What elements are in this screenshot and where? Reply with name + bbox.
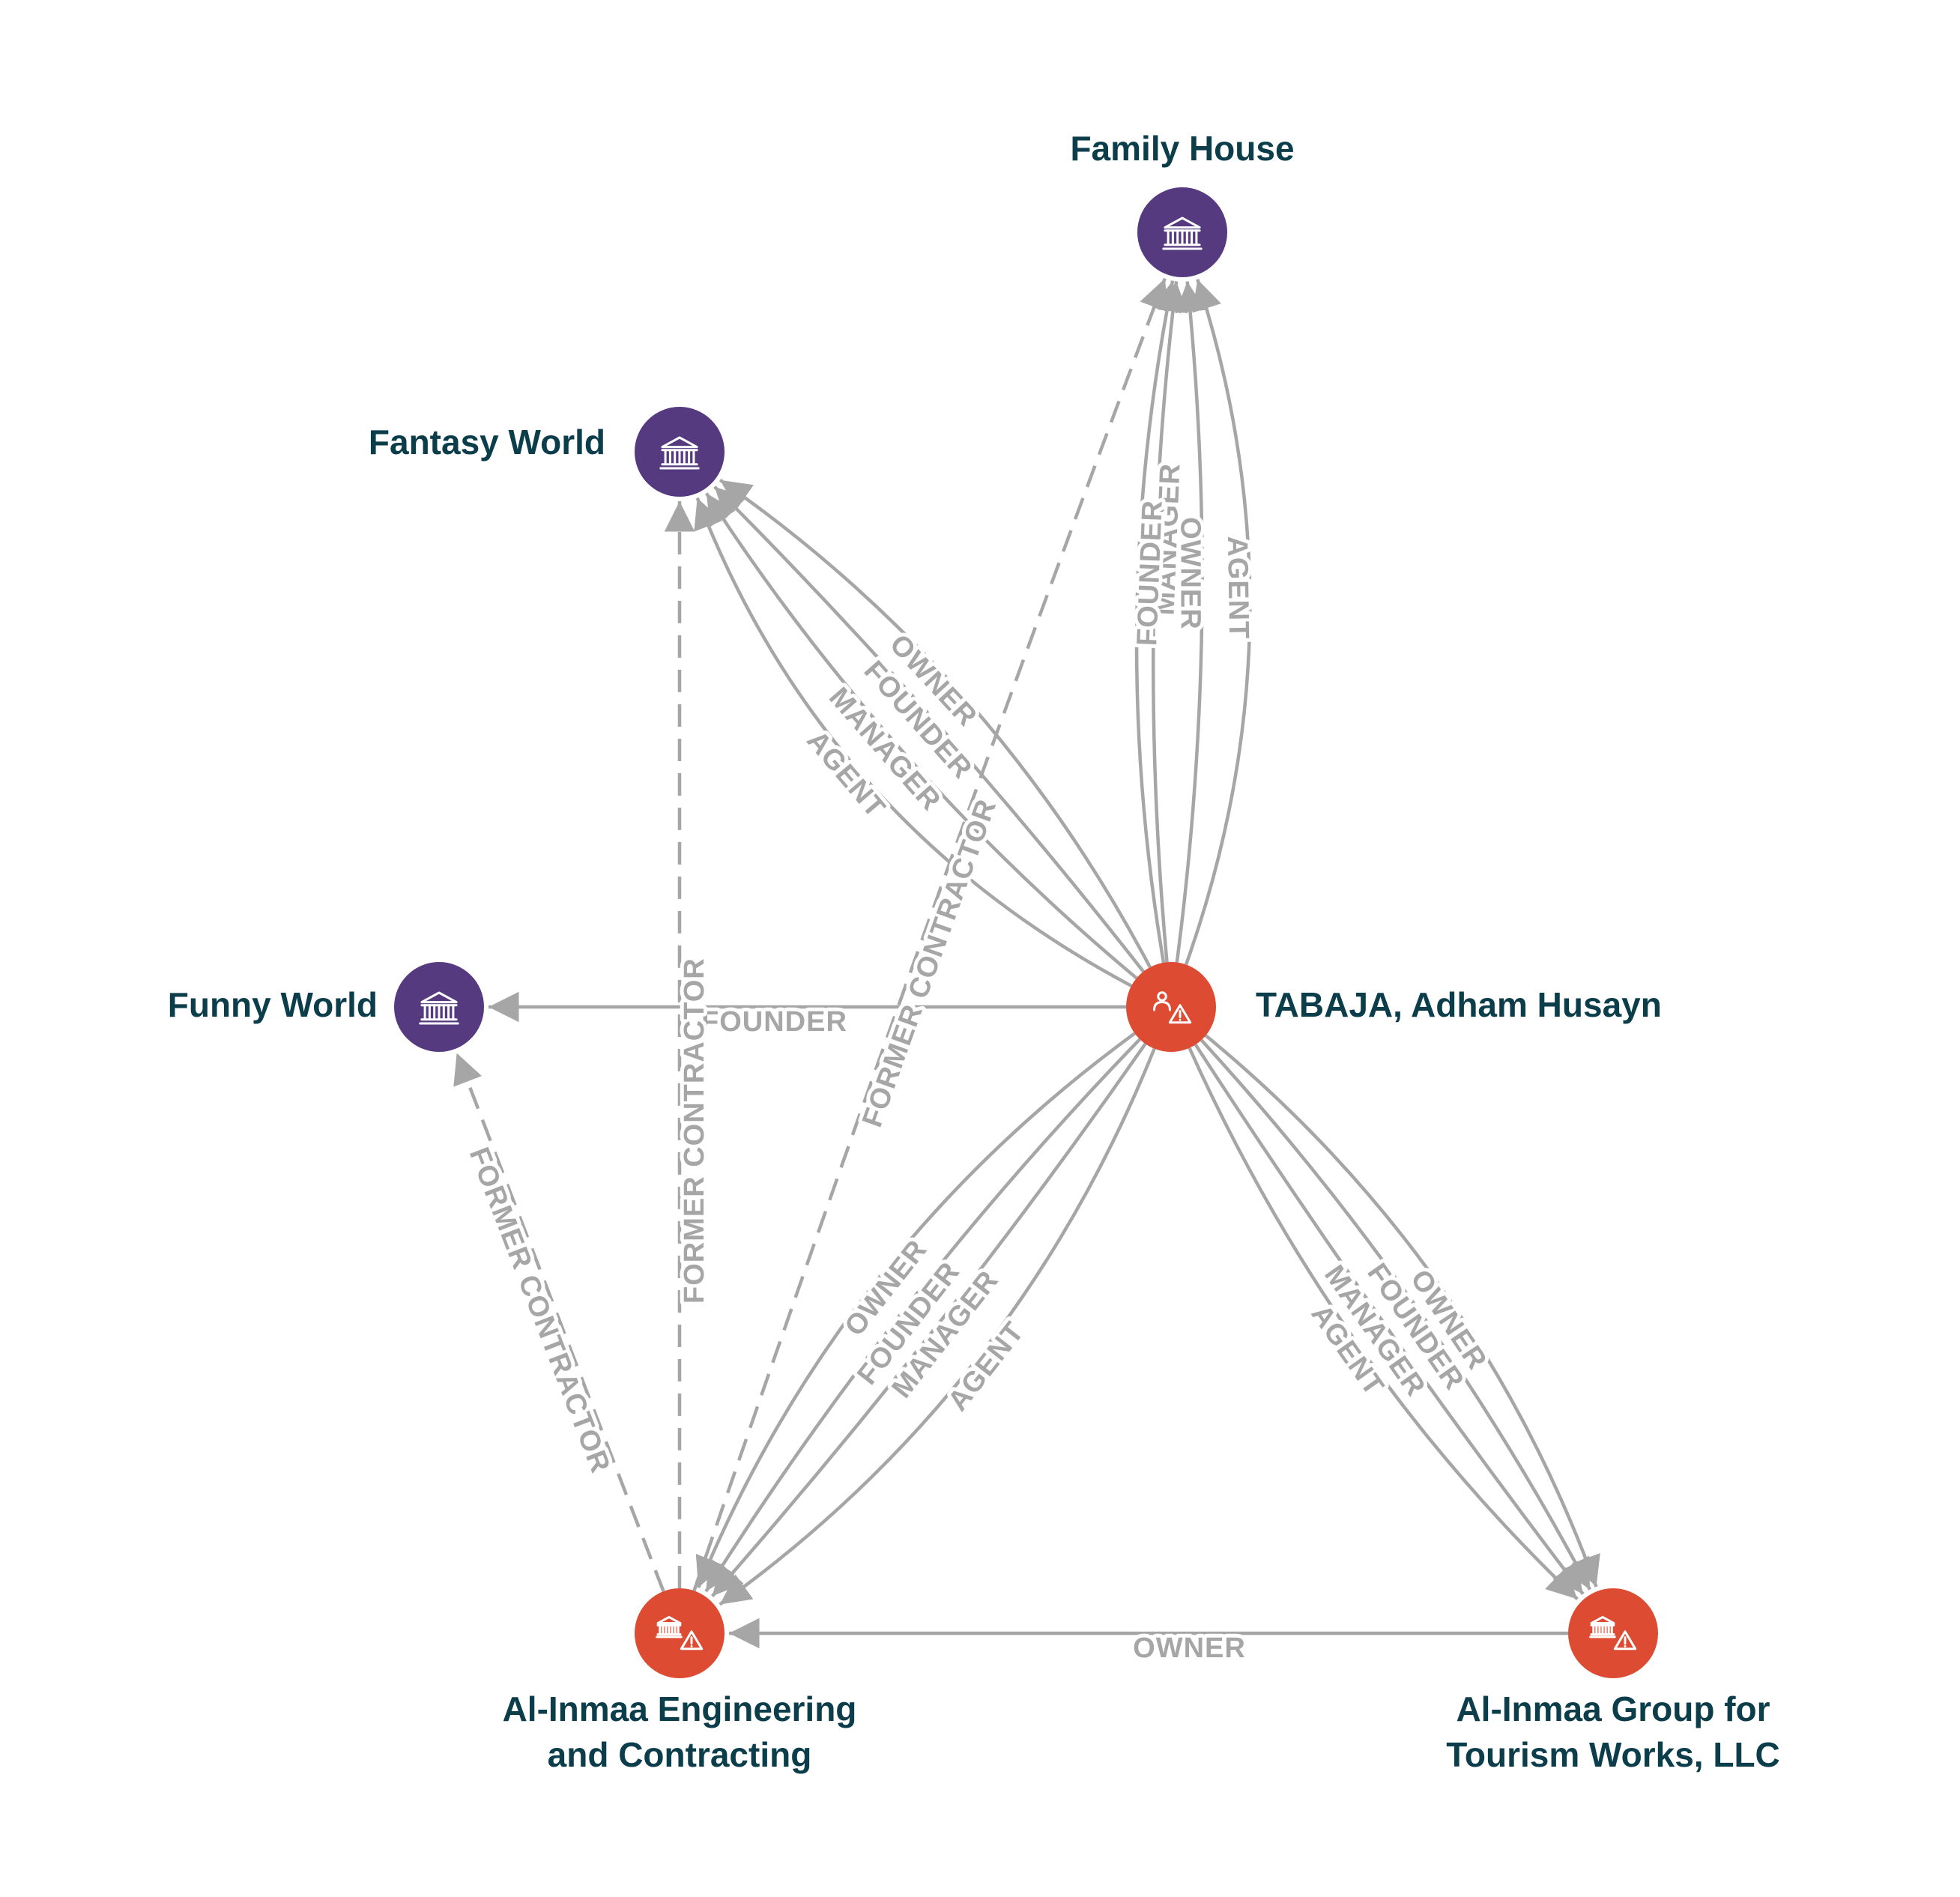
person-warning-icon: [1153, 991, 1192, 1024]
edge-label: MANAGER: [1149, 462, 1187, 616]
node-label: and Contracting: [548, 1735, 812, 1774]
node-circle[interactable]: [1126, 962, 1216, 1052]
edge-owner-e10: [695, 1032, 1136, 1588]
node-label: Al-Inmaa Group for: [1456, 1689, 1770, 1728]
node-circle[interactable]: [635, 1588, 725, 1678]
edge-manager-e12: [710, 1042, 1147, 1597]
edge-founder-e2: [1134, 280, 1182, 963]
edge-label-halo: OWNER: [1133, 1633, 1246, 1664]
edge-former-contractor-e19: [453, 1052, 665, 1592]
bank-icon: [419, 991, 459, 1025]
edge-founder-e6: [713, 485, 1145, 973]
edge-manager-e16: [1194, 1044, 1585, 1595]
edge-agent-e17: [1188, 1047, 1579, 1601]
edge-label-halo: AGENT: [1221, 536, 1254, 640]
node-label: Family House: [1070, 129, 1294, 168]
edge-owner-e3: [1175, 281, 1206, 963]
edge-agent-e13: [719, 1047, 1156, 1606]
edges-layer: [453, 277, 1600, 1649]
edge-label: FORMER CONTRACTOR: [679, 957, 710, 1304]
edge-agent-e4: [1184, 279, 1252, 966]
node-al-inmaa-eng[interactable]: Al-Inmaa Engineering and Contracting: [503, 1588, 857, 1774]
edge-founder-e11: [704, 1038, 1141, 1593]
edge-manager-e7: [704, 492, 1138, 980]
node-tabaja[interactable]: TABAJA, Adham Husayn: [1126, 962, 1662, 1052]
node-funny-world[interactable]: Funny World: [168, 962, 484, 1052]
bank-warning-icon: [1589, 1615, 1637, 1651]
edge-owner-e5: [719, 478, 1152, 969]
edge-former-contractor-e21: [692, 277, 1169, 1591]
edge-label-halo: FOUNDER: [701, 1006, 847, 1038]
edge-label: FOUNDER: [1131, 499, 1169, 646]
node-label: TABAJA, Adham Husayn: [1256, 985, 1662, 1024]
edge-manager-e1: [1152, 281, 1188, 963]
node-label: Funny World: [168, 985, 378, 1024]
edge-label-halo: OWNER: [1174, 517, 1206, 630]
bank-warning-icon: [656, 1615, 704, 1651]
bank-icon: [659, 436, 700, 470]
node-circle[interactable]: [1568, 1588, 1658, 1678]
edge-label: OWNER: [1174, 517, 1206, 630]
bank-icon: [1162, 217, 1203, 250]
edge-agent-e8: [694, 497, 1133, 987]
edge-label: FOUNDER: [701, 1006, 847, 1038]
node-fantasy-world[interactable]: Fantasy World: [369, 407, 725, 497]
edge-label: AGENT: [1221, 536, 1254, 640]
node-family-house[interactable]: Family House: [1070, 129, 1295, 277]
node-label: Fantasy World: [369, 423, 605, 462]
node-label: Tourism Works, LLC: [1446, 1735, 1780, 1774]
node-label: Al-Inmaa Engineering: [503, 1689, 857, 1728]
edge-label-halo: FORMER CONTRACTOR: [679, 957, 710, 1304]
edge-owner-e14: [1204, 1034, 1600, 1588]
edge-label: OWNER: [1133, 1633, 1246, 1664]
edge-label: FORMER CONTRACTOR: [463, 1143, 617, 1477]
edge-founder-e15: [1200, 1038, 1592, 1591]
